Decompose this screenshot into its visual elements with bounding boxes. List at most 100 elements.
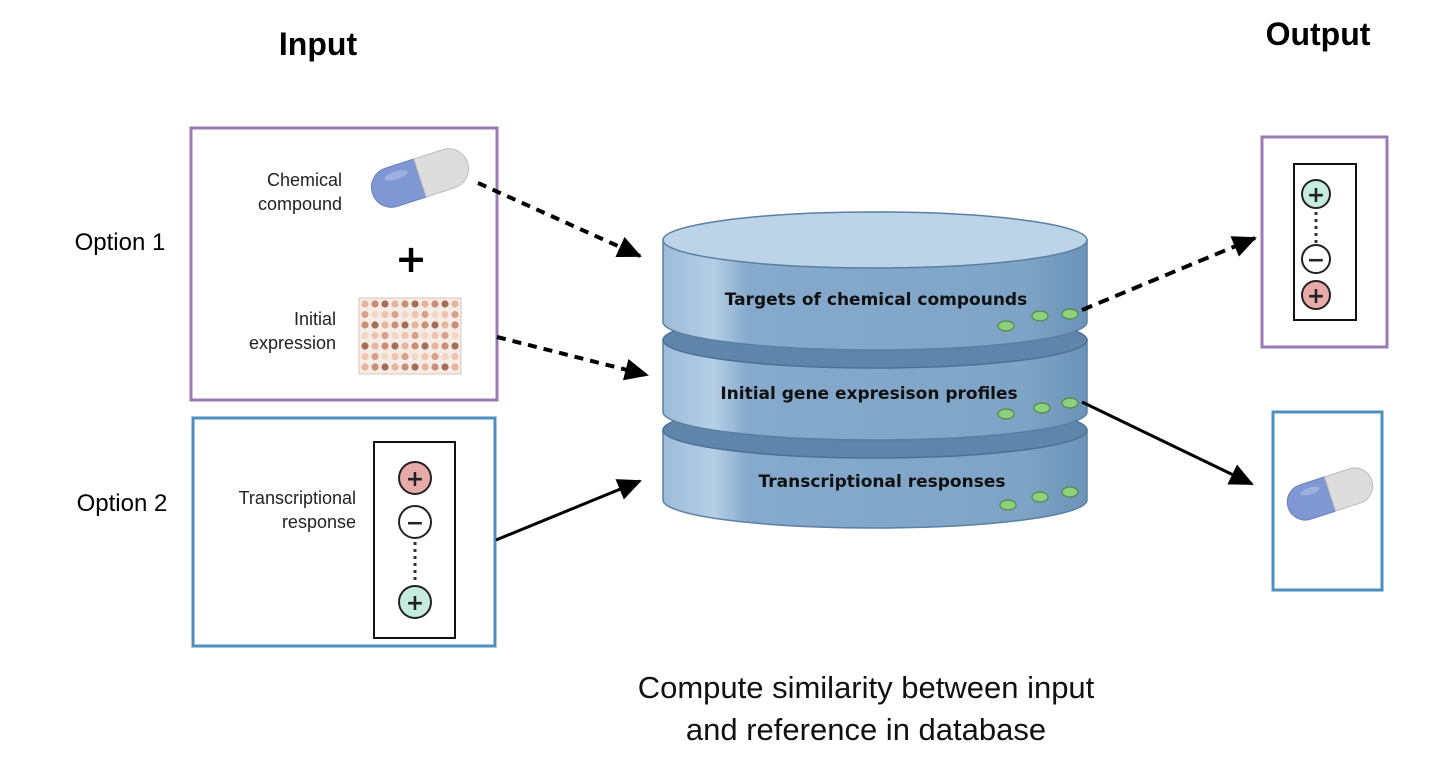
expression-dot [411,363,419,371]
expression-dot [441,300,449,308]
expression-dot [441,342,449,350]
output-box-2 [1271,410,1384,592]
expression-dot [381,363,389,371]
expression-dot [391,342,399,350]
led-icon [1061,308,1079,320]
expression-dot [371,363,379,371]
expression-dot [421,321,429,329]
led-icon [999,499,1017,511]
expression-dot [421,310,429,319]
expression-dot [431,352,439,361]
expression-dot [411,352,419,361]
expression-dot [391,352,399,361]
expression-dot [451,331,459,340]
expression-dot [401,331,409,340]
plus-sign-icon: + [395,237,427,281]
expression-dot [361,342,369,350]
led-icon [1031,491,1049,503]
expression-dot [381,352,389,361]
expression-dot [361,321,369,329]
out-sign-minus: − [1307,248,1325,273]
expression-dot [361,331,369,340]
expression-dot [451,300,459,308]
expression-dot [361,300,369,308]
expression-dot [421,363,429,371]
expression-dot [381,300,389,308]
expression-dot [371,300,379,308]
expression-dot [401,342,409,350]
led-icon [997,320,1015,332]
led-icon [997,408,1015,420]
expression-dot [451,342,459,350]
pill-icon [1286,467,1374,521]
plus-sign-icon [398,585,432,619]
led-icon [1033,402,1051,414]
sign-plus-bottom: + [406,591,424,616]
expression-dot [431,363,439,371]
expression-dot [371,321,379,329]
out-sign-plus-bottom: + [1307,284,1325,309]
expression-dot [421,331,429,340]
chemical-compound-label-1: Chemical [267,170,342,190]
expression-dot [401,321,409,329]
expression-dot [391,321,399,329]
sign-plus-top: + [406,467,424,492]
expression-dot [361,310,369,319]
expression-dot [411,342,419,350]
expression-dot [451,363,459,371]
expression-dot [381,310,389,319]
expression-dot [391,331,399,340]
expression-dot [441,310,449,319]
db-layer-targets: Targets of chemical compounds [725,290,1027,310]
expression-dot [411,300,419,308]
expression-dot [441,321,449,329]
expression-dot [451,352,459,361]
expression-dot [361,352,369,361]
minus-sign-icon [398,505,432,539]
expression-dot [361,363,369,371]
expression-dot [391,310,399,319]
expression-dot [431,342,439,350]
db-layer-initial-profiles: Initial gene expresison profiles [720,384,1017,404]
sign-minus: − [406,511,424,536]
out-sign-plus-top: + [1307,183,1325,208]
expression-dot [441,352,449,361]
option-1-label: Option 1 [75,229,166,256]
expression-dot [431,310,439,319]
plus-sign-icon [1301,179,1331,209]
expression-dot [411,310,419,319]
expression-dot [451,310,459,319]
expression-dot [381,321,389,329]
db-layer-transcriptional: Transcriptional responses [759,472,1006,492]
expression-dot [411,331,419,340]
expression-dot [371,310,379,319]
expression-dot [391,363,399,371]
expression-dot [401,363,409,371]
caption-line-2: and reference in database [686,712,1046,747]
expression-dot [371,331,379,340]
initial-expression-label-1: Initial [294,309,336,329]
expression-dot [451,321,459,329]
input-box-option-1: Chemical compound + Initial expression [189,126,499,402]
expression-dot [431,300,439,308]
expression-dot [421,300,429,308]
expression-dot [431,321,439,329]
transcriptional-response-label-2: response [282,512,356,532]
expression-dot [371,352,379,361]
led-icon [1061,397,1079,409]
expression-dot [401,352,409,361]
arrow-icon [477,181,1257,542]
expression-dot [441,331,449,340]
expression-dot [421,342,429,350]
pill-icon [370,148,470,208]
option-2-label: Option 2 [77,490,168,517]
status-leds [997,308,1079,511]
minus-sign-icon [1301,244,1331,274]
expression-dot [441,363,449,371]
expression-grid-icon [358,297,462,375]
expression-dot [371,342,379,350]
expression-dot [391,300,399,308]
expression-dot [431,331,439,340]
output-box-1: + − + [1260,135,1389,349]
